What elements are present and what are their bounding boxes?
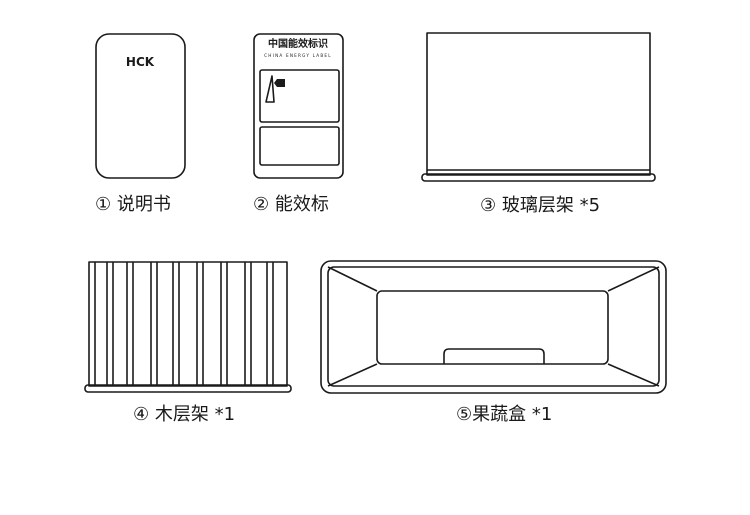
caption-manual: ① 说明书 bbox=[95, 194, 171, 215]
crisper-box-illustration bbox=[320, 260, 667, 394]
caption-crisper-box: ⑤果蔬盒 *1 bbox=[456, 404, 553, 425]
caption-glass-shelf: ③ 玻璃层架 *5 bbox=[480, 195, 601, 216]
brand-logo: HCK bbox=[126, 55, 155, 69]
caption-wooden-shelf: ④ 木层架 *1 bbox=[133, 404, 236, 425]
manual-illustration bbox=[95, 33, 186, 179]
glass-shelf-illustration bbox=[421, 32, 656, 182]
energy-label-illustration bbox=[253, 33, 344, 179]
energy-label-subtitle: CHINA ENERGY LABEL bbox=[264, 53, 332, 58]
caption-energy-label: ② 能效标 bbox=[253, 194, 329, 215]
energy-label-title: 中国能效标识 bbox=[268, 37, 328, 50]
grade-arrow-icon bbox=[265, 75, 285, 103]
wooden-shelf-illustration bbox=[84, 261, 292, 393]
